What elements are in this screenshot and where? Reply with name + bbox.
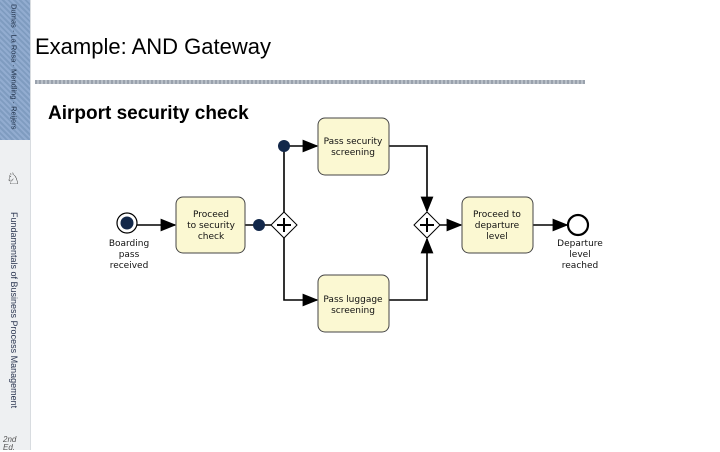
task-label-line: level: [486, 232, 507, 242]
token: [278, 140, 290, 152]
authors: Dumas · La Rosa · Mendling · Reijers: [9, 4, 19, 130]
task-label-line: Proceed to: [473, 210, 521, 220]
sidebar-header: [0, 0, 30, 140]
task-label-line: departure: [475, 221, 520, 231]
task-label-line: to security: [187, 221, 236, 231]
and-join-gateway: [413, 211, 441, 239]
task-pass-luggage-screening: Pass luggage screening: [317, 274, 390, 333]
start-event-label-line: pass: [119, 250, 140, 260]
task-proceed-to-departure-level: Proceed to departure level: [461, 196, 534, 254]
task-pass-security-screening: Pass security screening: [317, 117, 390, 176]
slide-title: Example: AND Gateway: [35, 34, 271, 59]
task-label-line: Pass security: [324, 137, 383, 147]
task-label-line: Proceed: [193, 210, 229, 220]
task-label-line: Pass luggage: [323, 295, 383, 305]
start-event-label-line: Boarding: [109, 239, 149, 249]
start-event: Boarding pass received: [109, 212, 149, 271]
book-title: Fundamentals of Business Process Managem…: [9, 212, 19, 409]
sequence-flows: [137, 139, 569, 307]
end-event-label-line: reached: [562, 261, 598, 271]
token: [253, 219, 265, 231]
edition: 2nd Ed.: [3, 435, 17, 452]
sidebar: Dumas · La Rosa · Mendling · Reijers ♘ F…: [0, 0, 31, 452]
title-divider: [35, 80, 585, 84]
slide-subtitle: Airport security check: [48, 103, 249, 124]
and-split-gateway: [270, 211, 298, 239]
end-event-label-line: level: [569, 250, 590, 260]
end-event: Departure level reached: [557, 213, 603, 271]
knight-logo-icon: ♘: [6, 171, 21, 188]
task-label-line: check: [198, 232, 225, 242]
task-proceed-to-security-check: Proceed to security check: [175, 196, 246, 254]
task-label-line: screening: [331, 306, 375, 316]
end-event-label-line: Departure: [557, 239, 603, 249]
start-event-label-line: received: [110, 261, 149, 271]
task-label-line: screening: [331, 148, 375, 158]
